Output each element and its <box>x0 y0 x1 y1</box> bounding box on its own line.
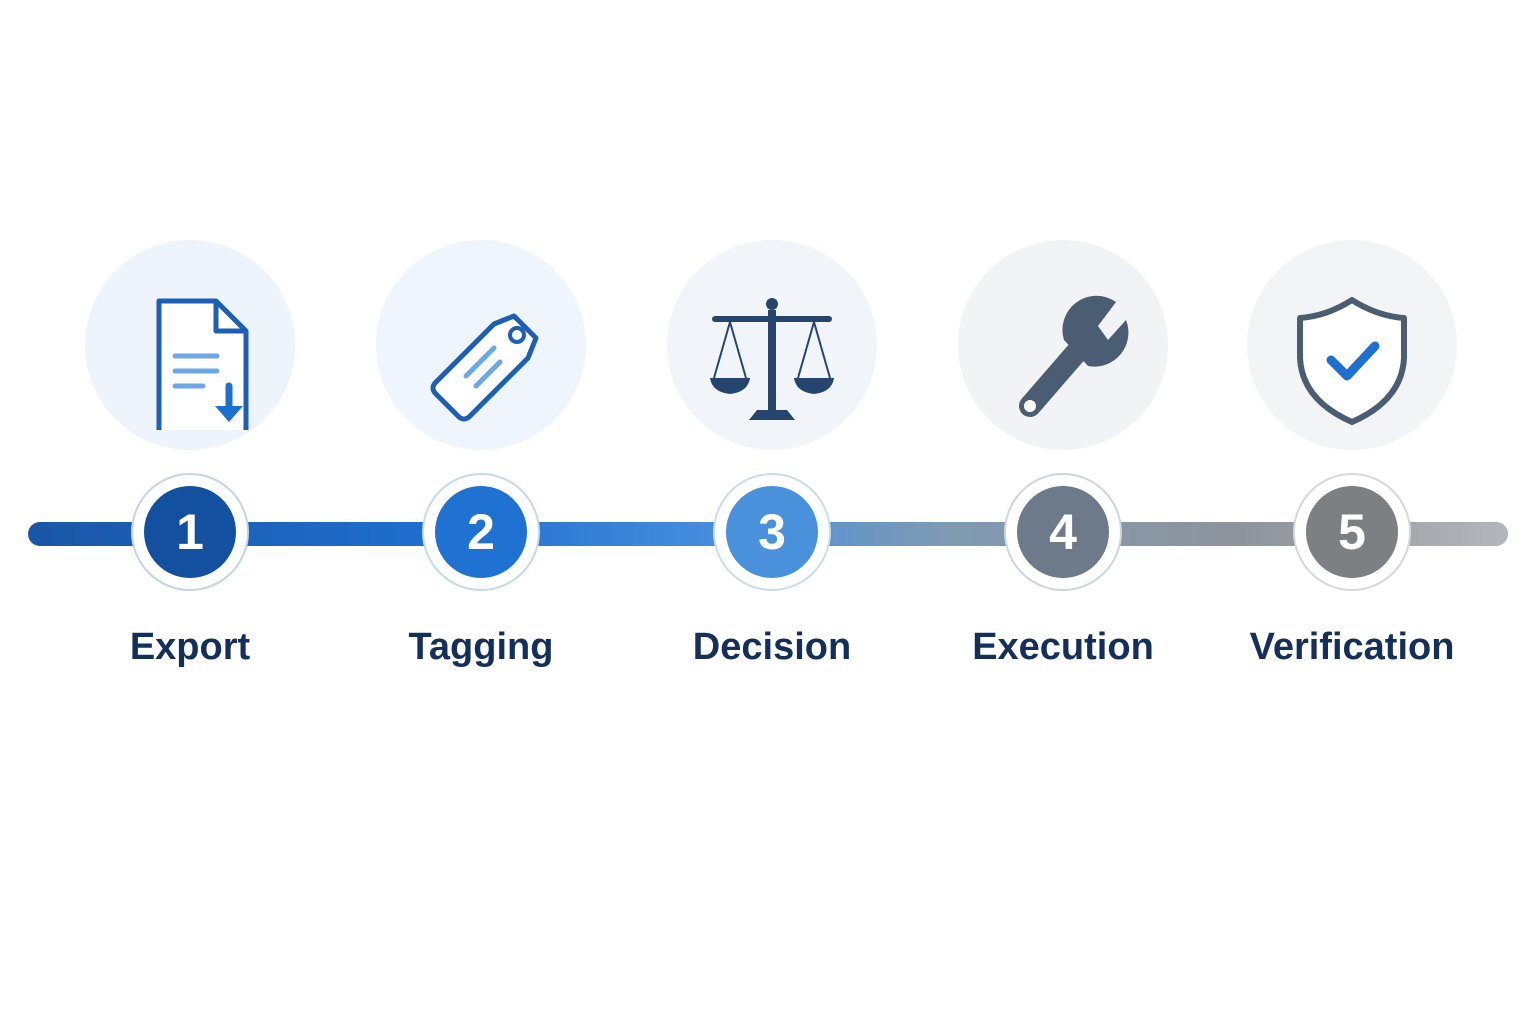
icon-bubble <box>85 240 295 450</box>
icon-bubble <box>958 240 1168 450</box>
step-label: Export <box>129 626 251 668</box>
wrench-icon <box>1019 295 1129 417</box>
icon-bubble <box>1247 240 1457 450</box>
step-tagging: 2 Tagging <box>331 0 631 1024</box>
balance-scale-icon <box>710 298 834 420</box>
step-label: Verification <box>1249 626 1455 668</box>
step-number-ring: 5 <box>1293 473 1411 591</box>
step-decision: 3 Decision <box>622 0 922 1024</box>
shield-check-icon <box>1297 297 1407 425</box>
step-label: Execution <box>972 626 1154 668</box>
step-number-badge: 2 <box>435 486 527 578</box>
step-number-ring: 1 <box>131 473 249 591</box>
step-label: Tagging <box>408 626 554 668</box>
tag-icon <box>430 313 539 422</box>
step-number-badge: 3 <box>726 486 818 578</box>
step-number-badge: 4 <box>1017 486 1109 578</box>
step-label: Decision <box>692 626 852 668</box>
step-number-ring: 2 <box>422 473 540 591</box>
step-number-ring: 3 <box>713 473 831 591</box>
step-export: 1 Export <box>40 0 340 1024</box>
icon-bubble <box>376 240 586 450</box>
step-number-badge: 5 <box>1306 486 1398 578</box>
icon-bubble <box>667 240 877 450</box>
step-number-badge: 1 <box>144 486 236 578</box>
document-download-icon <box>156 298 249 430</box>
step-verification: 5 Verification <box>1202 0 1502 1024</box>
step-execution: 4 Execution <box>913 0 1213 1024</box>
step-number-ring: 4 <box>1004 473 1122 591</box>
